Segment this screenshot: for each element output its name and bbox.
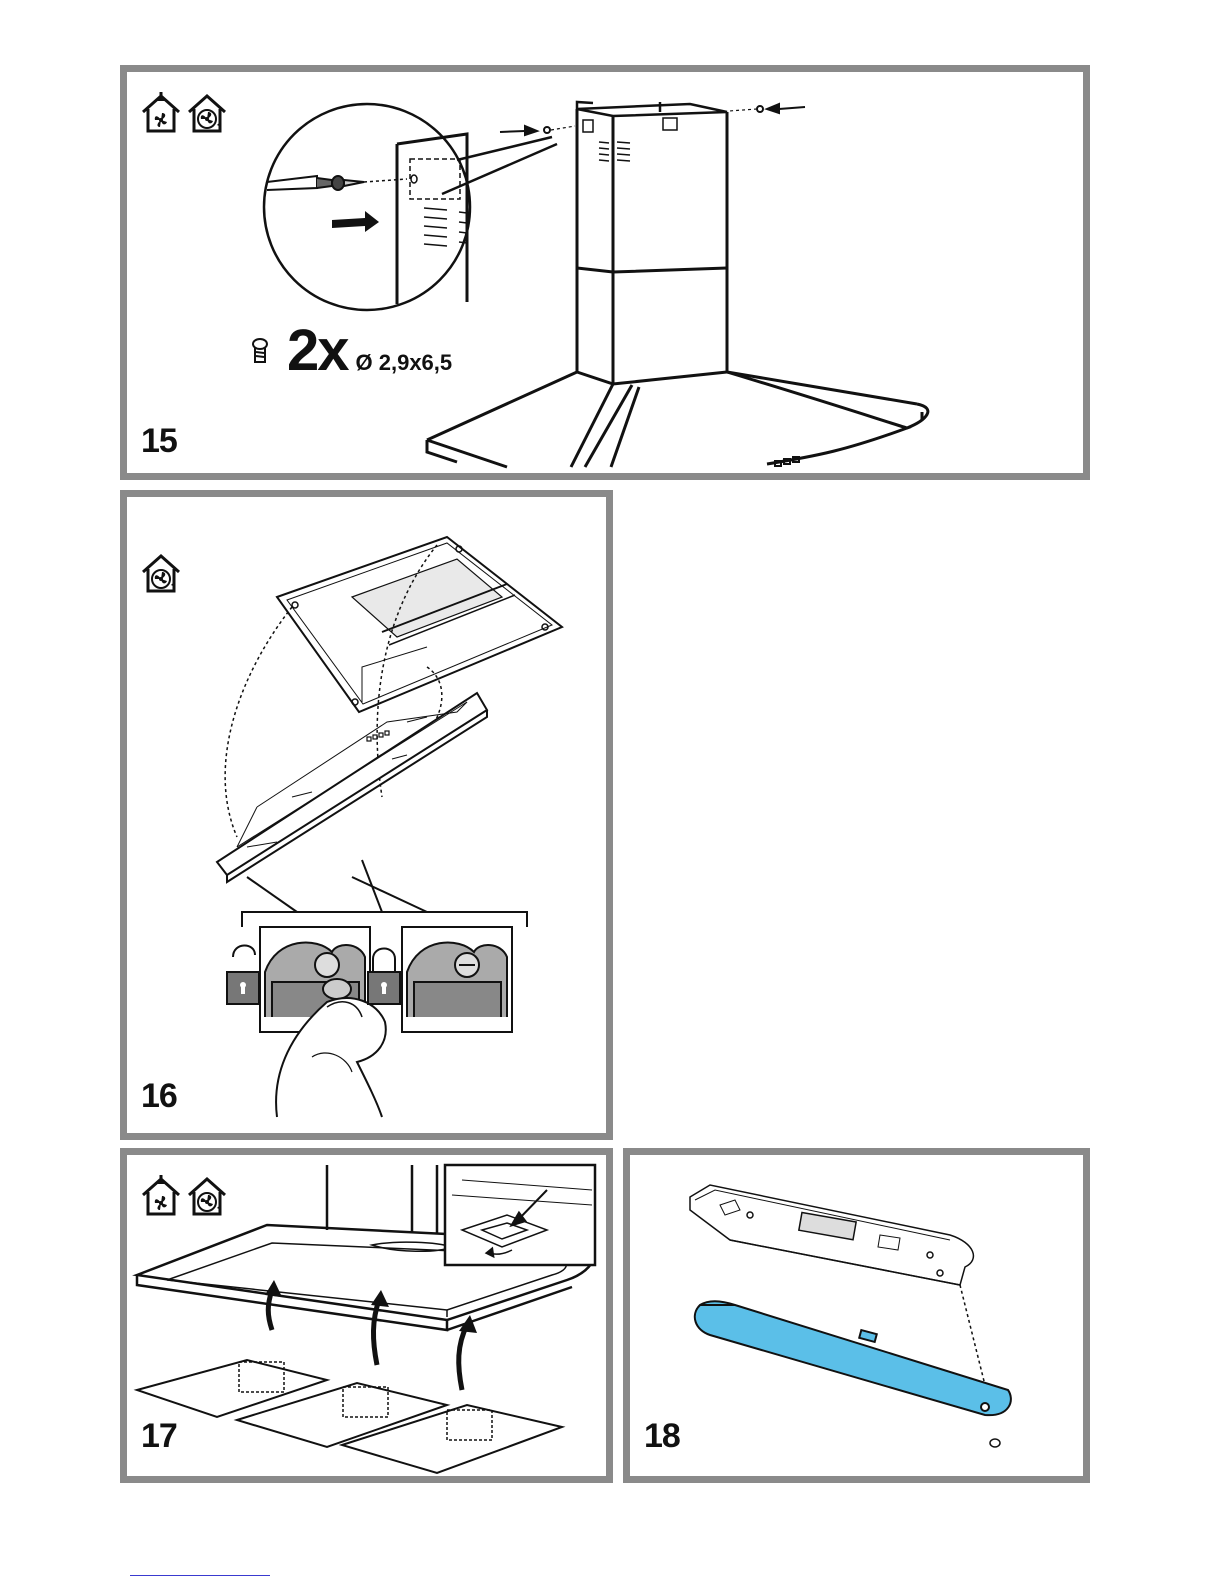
chimney-duct [577, 102, 727, 384]
step-16-panel: 16 [120, 490, 613, 1140]
step-number-16: 16 [141, 1077, 177, 1116]
latch-detail-locked [402, 927, 512, 1032]
locked-padlock-icon [368, 949, 400, 1005]
step-17-filter-install-drawing [127, 1155, 606, 1476]
unlocked-padlock-icon [227, 945, 259, 1004]
step-17-panel: 17 [120, 1148, 613, 1483]
filter-handle-inset [445, 1165, 595, 1265]
screwdriver-and-screw [267, 176, 407, 190]
screw-quantity: 2x Ø 2,9x6,5 [287, 317, 452, 384]
step-15-panel: 2x Ø 2,9x6,5 15 [120, 65, 1090, 480]
footer-rule [130, 1575, 270, 1576]
hood-canopy [427, 372, 928, 467]
step-number-17: 17 [141, 1417, 177, 1456]
insert-arrowheads [265, 1280, 477, 1333]
hood-underside [277, 537, 562, 712]
cover-screw [990, 1439, 1000, 1447]
screw-size: Ø 2,9x6,5 [356, 350, 453, 376]
grease-filters [137, 1360, 562, 1473]
push-arrow [332, 211, 379, 232]
step-number-15: 15 [141, 422, 177, 461]
step-15-chimney-drawing [127, 72, 1083, 473]
step-18-lamp-cover-drawing [630, 1155, 1083, 1476]
latch-detail-unlocked [260, 927, 386, 1117]
blue-lamp-cover [695, 1301, 1011, 1415]
grease-filter-panel [217, 693, 487, 882]
callout-lines [242, 860, 527, 927]
step-number-18: 18 [644, 1417, 680, 1456]
screw-count: 2x [287, 317, 348, 384]
magnified-detail-circle [264, 104, 557, 310]
screw-qty-icon [253, 339, 267, 362]
screw-insert-arrows [500, 104, 805, 135]
step-18-panel: 18 [623, 1148, 1090, 1483]
step-16-filter-drawing [127, 497, 606, 1133]
